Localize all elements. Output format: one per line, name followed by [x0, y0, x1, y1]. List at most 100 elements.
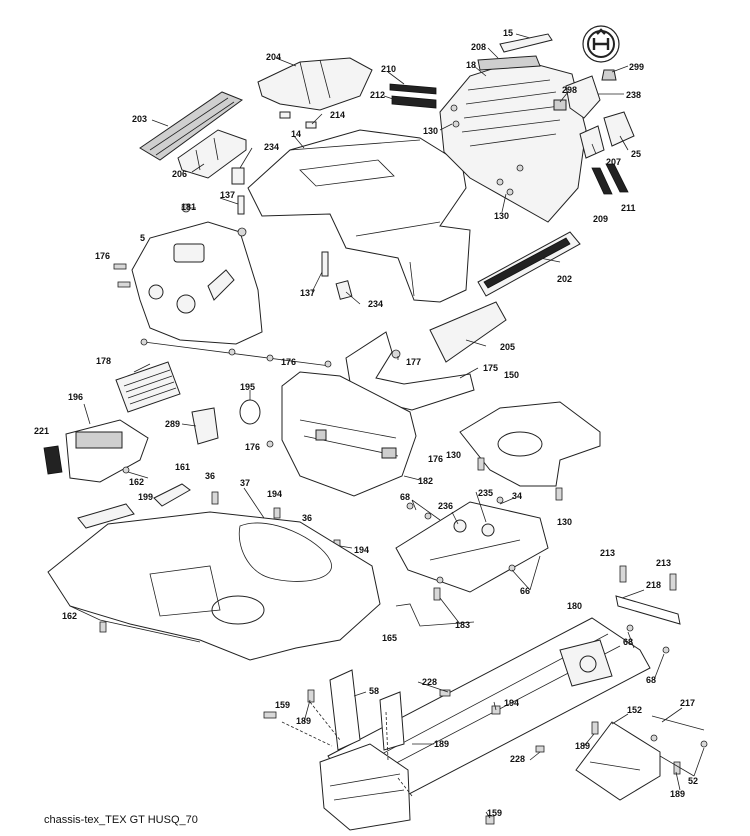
- label-177: 177: [406, 357, 421, 367]
- label-194-lower: 194: [504, 698, 519, 708]
- label-159-lower: 159: [487, 808, 502, 818]
- label-199: 199: [138, 492, 153, 502]
- part-210-grille-strip: [389, 83, 437, 95]
- part-234-decal-lower: [335, 280, 353, 300]
- part-202-lower-grille: [477, 231, 581, 297]
- part-176-nut: [266, 440, 274, 448]
- part-212-grille-strip: [391, 95, 437, 109]
- label-181: 181: [181, 202, 196, 212]
- label-176-rod: 176: [281, 357, 296, 367]
- part-165-rod: [395, 603, 475, 627]
- part-208-trim: [477, 55, 541, 71]
- label-299: 299: [629, 62, 644, 72]
- label-5: 5: [140, 233, 145, 243]
- label-68-lower: 68: [646, 675, 656, 685]
- part-199-plate: [77, 503, 135, 529]
- part-180-frame-rail: [327, 617, 651, 805]
- label-234-lower: 234: [368, 299, 383, 309]
- label-152: 152: [627, 705, 642, 715]
- label-162-lower: 162: [62, 611, 77, 621]
- label-189-right: 189: [575, 741, 590, 751]
- part-203-grille-left: [139, 91, 244, 161]
- label-235: 235: [478, 488, 493, 498]
- part-15-trim: [499, 33, 553, 53]
- label-211: 211: [621, 203, 636, 213]
- label-176-nut: 176: [245, 442, 260, 452]
- label-36-lower: 36: [302, 513, 312, 523]
- husqvarna-crown-badge-icon: [582, 25, 620, 63]
- part-178-vent: [115, 361, 181, 413]
- part-289-block: [191, 407, 219, 445]
- label-221: 221: [34, 426, 49, 436]
- label-25: 25: [631, 149, 641, 159]
- part-number-labels: 15 299 208 204 210 18 298 238 212 203 21…: [34, 28, 698, 818]
- label-238: 238: [626, 90, 641, 100]
- part-34-seat-plate: [395, 501, 549, 593]
- label-189-left: 189: [296, 716, 311, 726]
- part-209-strip: [591, 167, 613, 195]
- label-66: 66: [520, 586, 530, 596]
- label-130-right: 130: [557, 517, 572, 527]
- part-5-dash-panel: [131, 221, 263, 345]
- label-218: 218: [646, 580, 661, 590]
- part-195-ring: [239, 399, 261, 425]
- label-178: 178: [96, 356, 111, 366]
- label-234-upper: 234: [264, 142, 279, 152]
- label-214: 214: [330, 110, 345, 120]
- part-152-cover: [575, 721, 661, 801]
- label-58: 58: [369, 686, 379, 696]
- label-52: 52: [688, 776, 698, 786]
- part-214-clips: [279, 111, 317, 129]
- label-68-mid: 68: [623, 637, 633, 647]
- part-25-cover: [603, 111, 635, 147]
- part-299-emblem: [601, 69, 617, 81]
- label-15: 15: [503, 28, 513, 38]
- part-162-screw-upper: [122, 466, 130, 474]
- part-218-bracket: [615, 565, 681, 654]
- part-58-bracket: [329, 669, 405, 751]
- label-180: 180: [567, 601, 582, 611]
- part-221-decal: [43, 445, 63, 475]
- part-161-trim: [153, 483, 191, 507]
- label-228-upper: 228: [422, 677, 437, 687]
- part-183-bolt: [433, 587, 441, 601]
- label-150: 150: [504, 370, 519, 380]
- label-176-right: 176: [428, 454, 443, 464]
- label-162-upper: 162: [129, 477, 144, 487]
- part-130-bolts-upper: [450, 104, 524, 196]
- label-196: 196: [68, 392, 83, 402]
- part-176-bolts-left: [113, 263, 131, 288]
- label-210: 210: [381, 64, 396, 74]
- part-176-rod: [140, 338, 332, 368]
- label-130-upper: 130: [423, 126, 438, 136]
- part-37-rear-fender: [47, 511, 381, 661]
- label-194-mid: 194: [354, 545, 369, 555]
- label-130-lower: 130: [446, 450, 461, 460]
- label-176-left: 176: [95, 251, 110, 261]
- part-205-panel: [429, 301, 507, 363]
- part-207-light: [579, 125, 605, 159]
- label-165: 165: [382, 633, 397, 643]
- part-frame-front: [319, 743, 411, 831]
- label-202: 202: [557, 274, 572, 284]
- label-209: 209: [593, 214, 608, 224]
- label-137-lower: 137: [300, 288, 315, 298]
- label-159-upper: 159: [275, 700, 290, 710]
- label-37: 37: [240, 478, 250, 488]
- part-217-rod: [651, 715, 705, 731]
- label-189-far: 189: [670, 789, 685, 799]
- label-203: 203: [132, 114, 147, 124]
- label-36-upper: 36: [205, 471, 215, 481]
- label-217: 217: [680, 698, 695, 708]
- diagram-caption: chassis-tex_TEX GT HUSQ_70: [44, 814, 198, 826]
- label-298: 298: [562, 85, 577, 95]
- part-150-fender-bracket: [459, 401, 601, 487]
- label-207: 207: [606, 157, 621, 167]
- part-68-236-hardware: [406, 496, 516, 584]
- label-208: 208: [471, 42, 486, 52]
- part-204-hood-cover: [257, 57, 373, 111]
- label-189-mid: 189: [434, 739, 449, 749]
- label-194-upper: 194: [267, 489, 282, 499]
- label-228-lower: 228: [510, 754, 525, 764]
